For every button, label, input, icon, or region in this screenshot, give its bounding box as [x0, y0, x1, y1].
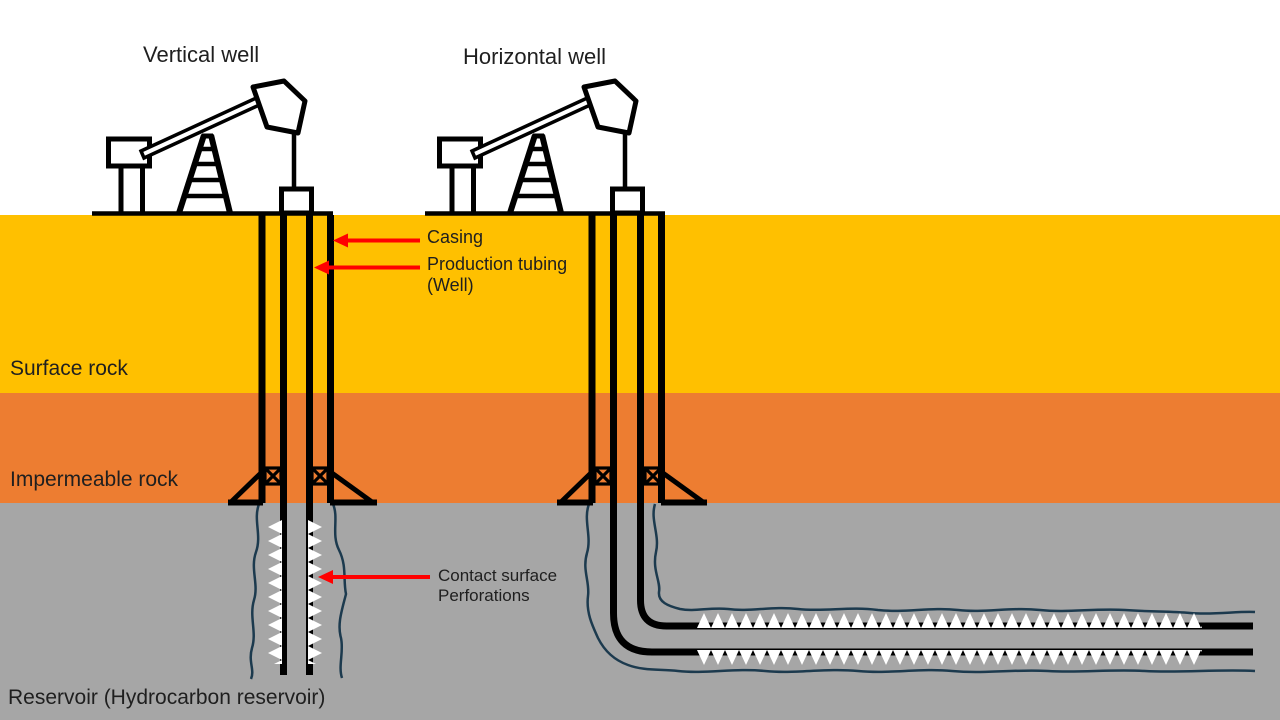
vertical-well	[109, 81, 377, 680]
packer-right	[643, 466, 663, 486]
perforations-upper-lateral	[697, 613, 1202, 628]
vertical-well-title: Vertical well	[143, 42, 260, 67]
contact-surface-lines-vertical	[249, 503, 348, 680]
packer-left	[263, 466, 283, 486]
pumpjack-vertical	[109, 81, 312, 213]
casing-label: Casing	[427, 227, 484, 247]
contact-surface-right	[331, 503, 348, 679]
contact-surface-top	[652, 503, 1256, 615]
horizontal-well	[440, 81, 1256, 674]
impermeable-rock-label: Impermeable rock	[10, 468, 179, 491]
contact-surface-bottom	[584, 503, 1256, 674]
contact-surface-label: Contact surface Perforations	[438, 566, 557, 606]
casing-arrowhead	[333, 233, 348, 248]
casing-arrow	[333, 233, 420, 248]
tubing-outer-wall-lower-lateral	[610, 212, 1253, 656]
packer-right	[310, 466, 330, 486]
packer-left	[593, 466, 613, 486]
callout-arrows	[314, 233, 430, 584]
production-tubing-arrow	[314, 260, 420, 275]
contact-surface-arrowhead	[318, 570, 333, 584]
contact-surface-left	[249, 503, 261, 680]
perforations-lower-lateral	[697, 650, 1202, 665]
surface-rock-label: Surface rock	[10, 357, 128, 380]
horizontal-well-title: Horizontal well	[463, 44, 607, 69]
perforations-left	[268, 520, 282, 664]
contact-surface-label-line2: Perforations	[438, 586, 530, 605]
contact-surface-arrow	[318, 570, 430, 584]
perforations-right	[308, 520, 322, 664]
anchor-braces-horizontal	[557, 469, 707, 506]
reservoir-label: Reservoir (Hydrocarbon reservoir)	[8, 686, 326, 709]
contact-surface-label-line1: Contact surface	[438, 566, 558, 585]
production-tubing-label: Production tubing (Well)	[427, 254, 567, 296]
production-tubing-label-line2: (Well)	[427, 275, 474, 295]
tubing-inner-wall-upper-lateral	[637, 212, 1253, 630]
anchor-braces-vertical	[228, 469, 377, 506]
pumpjack-horizontal	[440, 81, 643, 213]
production-tubing-label-line1: Production tubing	[427, 254, 568, 274]
contact-surface-lines-horizontal	[584, 503, 1256, 674]
production-tubing-arrowhead	[314, 260, 329, 275]
